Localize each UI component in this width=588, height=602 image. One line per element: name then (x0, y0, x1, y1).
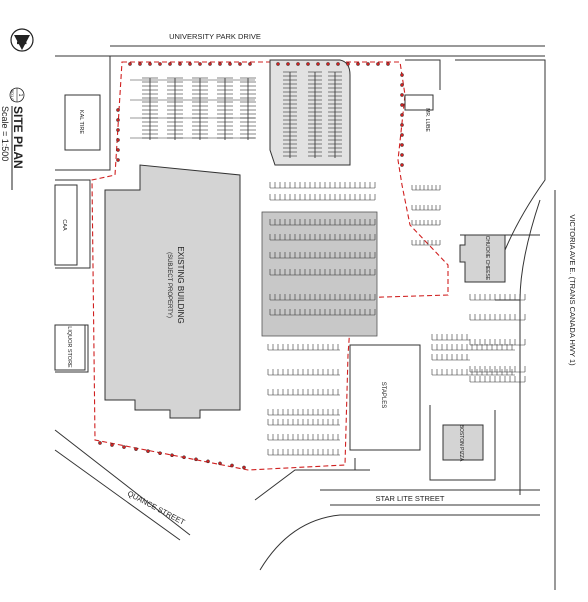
scale-label: Scale = 1:500 (0, 106, 10, 161)
caa-label: CAA (61, 219, 67, 231)
sheet-ref: BD1.0 (10, 89, 15, 101)
liquor-store-building[interactable] (54, 324, 86, 371)
mr-lube-label: MR. LUBE (424, 108, 430, 132)
caa-building[interactable] (54, 184, 78, 266)
street-label-east: VICTORIA AVE E. (TRANS CANADA HWY 1) (568, 214, 577, 366)
road-lines (54, 45, 556, 590)
kal-tire-building[interactable] (64, 94, 101, 151)
title-block: N 1 BD1.0 SITE PLAN Scale = 1:500 (0, 28, 34, 190)
boston-pizza-building[interactable] (442, 424, 484, 461)
existing-building[interactable] (104, 164, 241, 419)
chuckie-cheese-label: CHUCKIE CHEESE (484, 236, 490, 281)
street-label-north: UNIVERSITY PARK DRIVE (169, 32, 261, 41)
liquor-store-label: LIQUOR STORE (66, 326, 72, 368)
parking-stalls (130, 71, 526, 456)
chuckie-cheese-building[interactable] (459, 234, 506, 283)
drawing-number: 1 (17, 94, 23, 97)
parking-pad-center (261, 211, 378, 337)
tree-markers (98, 62, 404, 470)
mr-lube-building[interactable] (404, 94, 434, 111)
north-letter: N (14, 35, 30, 45)
subject-property-label: (SUBJECT PROPERTY) (166, 252, 172, 318)
site-plan-title: SITE PLAN (11, 106, 25, 169)
boston-pizza-label: BOSTON PIZZA (458, 425, 464, 462)
existing-building-label: EXISTING BUILDING (176, 246, 185, 323)
kal-tire-label: KAL TIRE (78, 110, 84, 134)
street-label-south: STAR LITE STREET (375, 494, 444, 503)
staples-building[interactable] (349, 344, 421, 451)
staples-label: STAPLES (380, 382, 386, 409)
